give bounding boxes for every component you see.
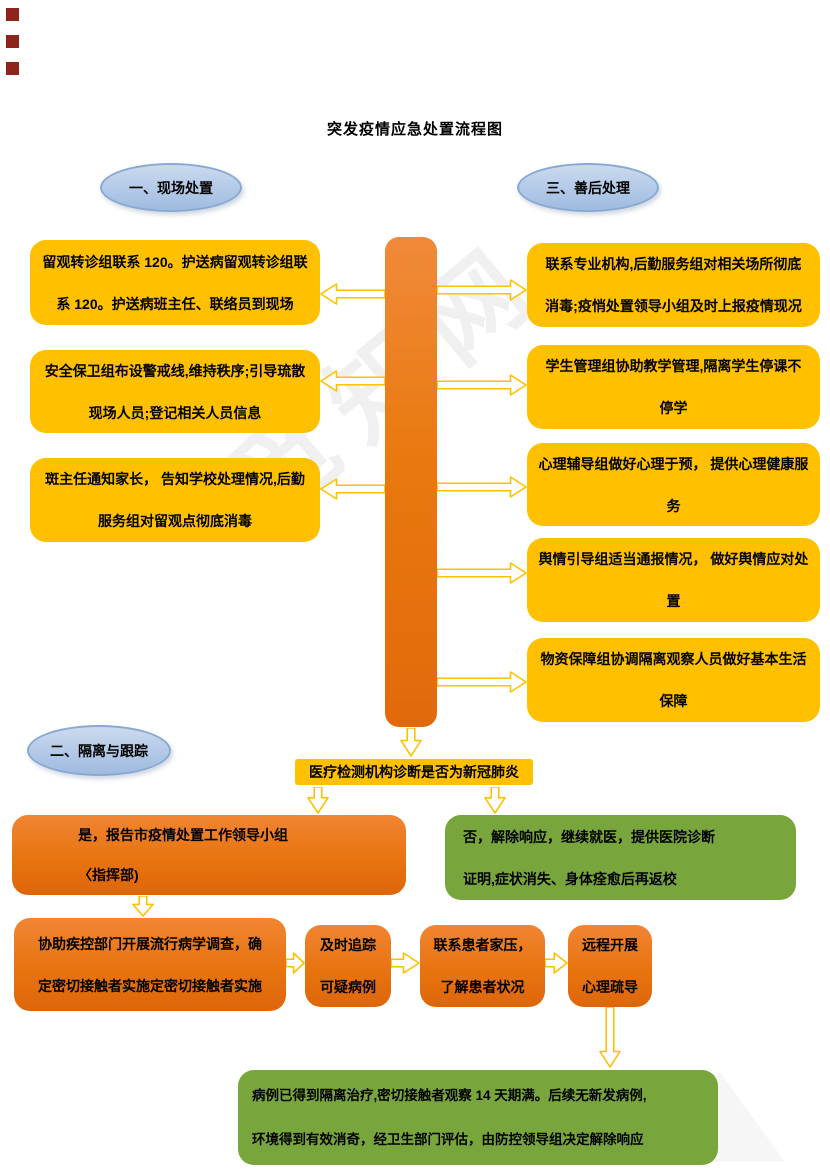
onsite-step-box: 斑主任通知家长， 告知学校处理情况,后勤 服务组对留观点彻底消毒 xyxy=(30,458,320,542)
corner-mark xyxy=(6,35,19,48)
arrow-to-aftermath-4 xyxy=(437,562,527,584)
arrow-to-onsite-2 xyxy=(320,370,385,392)
no-branch-box: 否，解除响应，继续就医，提供医院诊断 证明,症状消失、身体痊愈后再返校 xyxy=(445,815,796,900)
aftermath-step-box: 物资保障组协调隔离观察人员做好基本生活 保障 xyxy=(527,638,820,722)
decision-box: 医疗检测机构诊断是否为新冠肺炎 xyxy=(295,759,533,785)
aftermath-step-box: 心理辅导组做好心理于预， 提供心理健康服 务 xyxy=(527,443,820,526)
aftermath-step-box: 联系专业机构,后勤服务组对相关场所彻底 消毒;疫悄处置领导小组及时上报疫情现况 xyxy=(527,243,820,327)
tracking-step-box: 协助疾控部门开展流行病学调查，确 定密切接触者实施定密切接触者实施 xyxy=(14,918,286,1011)
central-spine-bar xyxy=(385,237,437,727)
arrow-to-aftermath-3 xyxy=(437,476,527,498)
corner-mark xyxy=(6,8,19,21)
onsite-step-box: 留观转诊组联系 120。护送病留观转诊组联 系 120。护送病班主任、联络员到现… xyxy=(30,240,320,325)
arrow-to-onsite-3 xyxy=(320,478,385,500)
aftermath-step-box: 学生管理组协助教学管理,隔离学生停课不 停学 xyxy=(527,345,820,429)
final-step-box: 病例已得到隔离治疗,密切接触者观察 14 天期满。后续无新发病例, 环境得到有效… xyxy=(238,1070,718,1165)
aftermath-step-box: 舆情引导组适当通报情况， 做好舆情应对处 置 xyxy=(527,538,820,622)
arrow-yes-to-tracking xyxy=(132,896,154,917)
arrow-spine-to-decision xyxy=(400,728,422,757)
tracking-step-box: 及时追踪 可疑病例 xyxy=(305,925,391,1007)
arrow-to-aftermath-2 xyxy=(437,374,527,396)
arrow-tracking-1-2 xyxy=(286,952,305,974)
arrow-to-onsite-1 xyxy=(320,283,385,305)
arrow-decision-to-yes xyxy=(307,787,329,814)
stage-quarantine-ellipse: 二、隔离与跟踪 xyxy=(27,725,171,776)
arrow-tracking-2-3 xyxy=(391,952,420,974)
arrow-decision-to-no xyxy=(484,787,506,814)
page-title: 突发疫情应急处置流程图 xyxy=(326,121,503,138)
arrow-to-aftermath-1 xyxy=(437,279,527,301)
arrow-to-aftermath-5 xyxy=(437,671,527,693)
tracking-step-box: 联系患者家压， 了解患者状况 xyxy=(420,925,545,1007)
arrow-tracking-3-4 xyxy=(545,952,568,974)
onsite-step-box: 安全保卫组布设警戒线,维持秩序;引导琉散 现场人员;登记相关人员信息 xyxy=(30,350,320,433)
tracking-step-box: 远程开展 心理疏导 xyxy=(568,925,652,1007)
corner-mark xyxy=(6,62,19,75)
stage-aftermath-ellipse: 三、善后处理 xyxy=(517,163,659,212)
yes-branch-box: 是，报告市疫情处置工作领导小组 〈指挥部) xyxy=(12,815,406,895)
arrow-tracking-to-final xyxy=(599,1007,621,1068)
stage-onsite-ellipse: 一、现场处置 xyxy=(100,163,242,212)
